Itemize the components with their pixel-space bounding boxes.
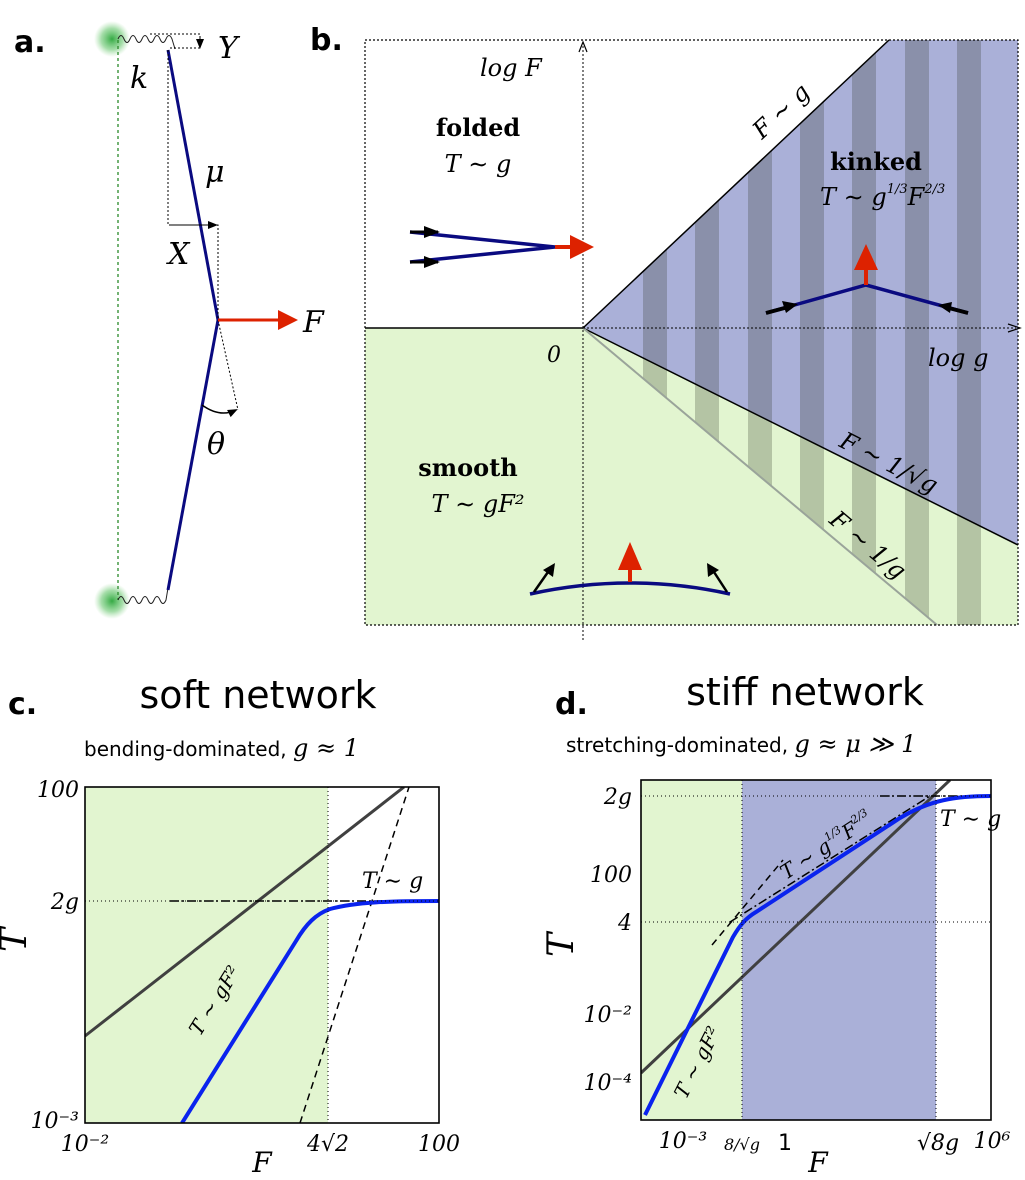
panel-d-ytick-4: 4 [617, 911, 632, 936]
panel-d: d. stiff network stretching-dominated, g… [541, 670, 1011, 1179]
boundary-f-inv-g [582, 327, 938, 626]
panel-d-curve [643, 794, 991, 1116]
axis-logf-label: log F [480, 54, 543, 82]
panel-c-law-high: T ∼ g [362, 869, 423, 894]
panel-d-xtick-1: 1 [778, 1131, 792, 1156]
panel-d-subtitle: stretching-dominated, g ≈ μ ≫ 1 [566, 730, 916, 758]
label-y: Y [218, 31, 241, 66]
panel-c-label: c. [8, 687, 37, 722]
panel-d-frame [640, 779, 992, 1121]
panel-d-xtick-sqrt8g: √8g [917, 1131, 959, 1156]
panel-d-grey-line [641, 780, 952, 1075]
axis-logg-label: log g [928, 344, 988, 372]
panel-c-xlabel: F [251, 1146, 273, 1179]
anchor-top-glow [94, 21, 130, 57]
rod-lower [166, 319, 220, 591]
smooth-title: smooth [418, 453, 517, 482]
boundary-f-g [582, 39, 890, 329]
force-arrowhead-a [278, 310, 298, 330]
panel-c-dashed [299, 787, 410, 1123]
panel-d-ytick-2g: 2g [603, 785, 632, 810]
panel-d-ytick-1e-2: 10⁻² [584, 1003, 632, 1028]
label-x: X [166, 237, 191, 272]
panel-c-ylabel: T [0, 925, 35, 952]
panel-a-label: a. [14, 25, 46, 60]
panel-a: a. k Y μ X F θ [14, 21, 325, 619]
panel-d-xlabel: F [807, 1146, 829, 1179]
panel-c-ytick-2g: 2g [50, 890, 79, 915]
panel-c-title: soft network [139, 673, 376, 717]
panel-c-xtick-100: 100 [418, 1132, 460, 1157]
anchor-bottom-glow [94, 583, 130, 619]
panel-d-dashed [711, 859, 784, 946]
spring-bottom [117, 587, 169, 604]
panel-d-ylabel: T [541, 930, 582, 957]
panel-c: c. soft network bending-dominated, g ≈ 1… [0, 673, 460, 1179]
panel-d-xtick-1e-3: 10⁻³ [659, 1129, 707, 1154]
smooth-law: T ∼ gF² [431, 490, 524, 518]
panel-c-subtitle: bending-dominated, g ≈ 1 [84, 734, 359, 762]
rod-upper [166, 49, 220, 321]
spring-top [117, 35, 176, 50]
smooth-rod [529, 581, 731, 596]
panel-d-kinked-band [742, 780, 936, 1120]
panel-c-xtick-1e-2: 10⁻² [61, 1132, 109, 1157]
label-theta: θ [207, 427, 225, 462]
panel-c-frame [84, 786, 440, 1124]
panel-b-label: b. [310, 23, 343, 58]
label-k: k [130, 61, 148, 96]
panel-c-smooth-band [85, 787, 328, 1123]
folded-title: folded [436, 113, 521, 142]
boundary-f-inv-sqrt-g [582, 327, 1019, 546]
origin-label: 0 [547, 343, 561, 368]
panel-d-title: stiff network [686, 670, 924, 714]
panel-d-law-high: T ∼ g [940, 807, 1001, 832]
kinked-title: kinked [830, 147, 922, 176]
panel-c-ytick-100: 100 [37, 778, 79, 803]
folded-law: T ∼ g [445, 150, 512, 178]
panel-d-dashdot-mid [729, 795, 931, 923]
panel-d-xtick-1e6: 10⁶ [974, 1129, 1011, 1154]
panel-b: b. [310, 23, 1022, 640]
label-mu: μ [205, 155, 225, 190]
panel-d-ytick-100: 100 [590, 863, 632, 888]
panel-d-label: d. [555, 687, 588, 722]
panel-c-ytick-1e-3: 10⁻³ [31, 1109, 79, 1134]
panel-b-frame [364, 39, 1019, 626]
panel-c-xtick-4sqrt2: 4√2 [306, 1132, 349, 1157]
panel-c-curve [180, 899, 439, 1123]
folded-rods [409, 230, 556, 264]
panel-d-ytick-1e-4: 10⁻⁴ [584, 1071, 632, 1096]
label-f: F [302, 305, 325, 340]
kinked-law: T ∼ g1/3F2/3 [820, 182, 945, 211]
theta-guide [217, 319, 239, 411]
theta-arrow [201, 404, 238, 418]
panel-d-xtick-8sqrtg: 8/√g [724, 1135, 760, 1154]
panel-c-grey-line [85, 787, 405, 1038]
